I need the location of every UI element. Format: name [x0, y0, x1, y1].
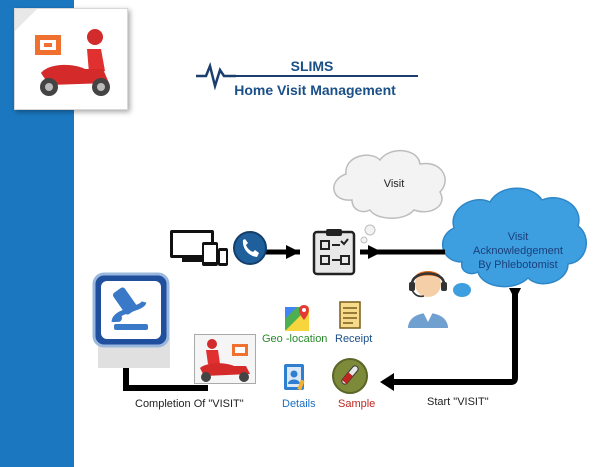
scooter-photo-icon — [194, 334, 256, 384]
start-visit-label: Start "VISIT" — [427, 396, 489, 408]
phlebotomist-icon — [408, 271, 448, 328]
details-label: Details — [282, 398, 316, 410]
visit-cloud-text: Visit — [383, 178, 405, 190]
acknowledgement-cloud-text: Visit Acknowledgement By Phlebotomist — [456, 230, 580, 272]
ack-line-1: Visit — [507, 231, 529, 243]
map-pin-icon — [285, 305, 309, 331]
contact-details-icon — [284, 364, 305, 391]
clipboard-workflow-icon — [312, 229, 356, 276]
ack-line-3: By Phlebotomist — [478, 259, 558, 271]
logo-tile — [14, 8, 128, 110]
completion-visit-label: Completion Of "VISIT" — [135, 398, 244, 410]
delivery-scooter-logo-icon — [35, 29, 110, 96]
page-subtitle: Home Visit Management — [234, 82, 396, 98]
microscope-icon — [92, 272, 170, 368]
acknowledgement-cloud — [441, 187, 588, 297]
receipt-label: Receipt — [335, 333, 373, 345]
folded-corner — [15, 9, 37, 31]
devices-icon — [170, 230, 228, 266]
geo-location-label: Geo -location — [262, 333, 328, 345]
sample-label: Sample — [338, 398, 376, 410]
page-title: SLIMS — [290, 58, 334, 74]
phone-icon — [233, 231, 267, 265]
sample-tube-icon — [332, 358, 368, 394]
visit-cloud — [333, 150, 446, 244]
receipt-icon — [339, 301, 361, 329]
ecg-line-icon — [196, 62, 418, 90]
ack-line-2: Acknowledgement — [473, 245, 563, 257]
